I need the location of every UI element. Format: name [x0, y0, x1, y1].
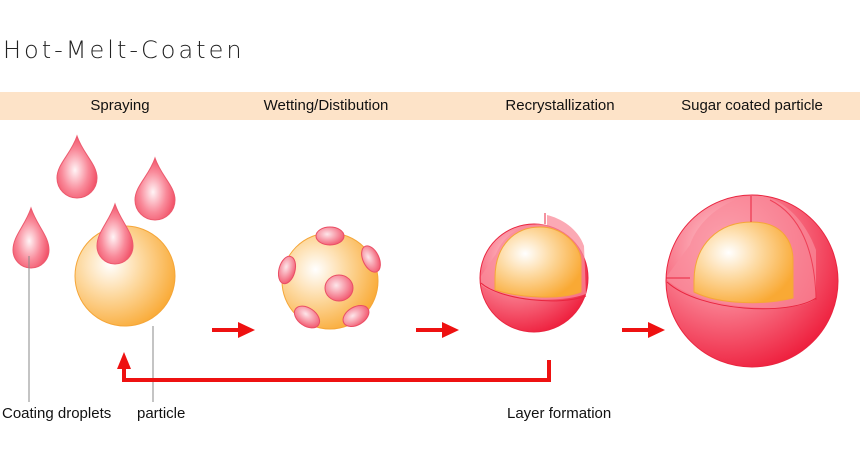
- droplet-spot: [342, 305, 370, 327]
- sugar-coated-particle: [665, 194, 839, 368]
- step-recrystallization: Recrystallization: [505, 97, 615, 114]
- step-spraying: Spraying: [90, 97, 150, 114]
- droplet-spot: [277, 255, 297, 285]
- droplet-spot: [315, 226, 345, 246]
- step-wetting-distribution: Wetting/Distibution: [263, 97, 389, 114]
- process-arrow: [622, 322, 665, 338]
- coating-droplet: [12, 206, 50, 269]
- process-arrow: [212, 322, 255, 338]
- droplet-spot: [293, 305, 321, 329]
- droplet-spot: [361, 245, 381, 273]
- diagram-title: Hot-Melt-Coaten: [3, 36, 245, 64]
- label-coating-droplets: Coating droplets: [2, 405, 112, 422]
- wetting-particle: [277, 226, 381, 330]
- step-header-band: [0, 92, 860, 120]
- label-layer-formation: Layer formation: [507, 405, 612, 422]
- layer-formation-loop-arrow: [117, 352, 551, 382]
- coating-droplet: [56, 134, 98, 199]
- process-arrow: [416, 322, 459, 338]
- label-particle: particle: [137, 405, 186, 422]
- step-sugar-coated-particle: Sugar coated particle: [681, 97, 823, 114]
- droplet-spot: [324, 274, 354, 302]
- coating-droplet: [96, 202, 134, 265]
- recrystallized-particle: [479, 213, 589, 333]
- coating-droplet: [134, 156, 176, 221]
